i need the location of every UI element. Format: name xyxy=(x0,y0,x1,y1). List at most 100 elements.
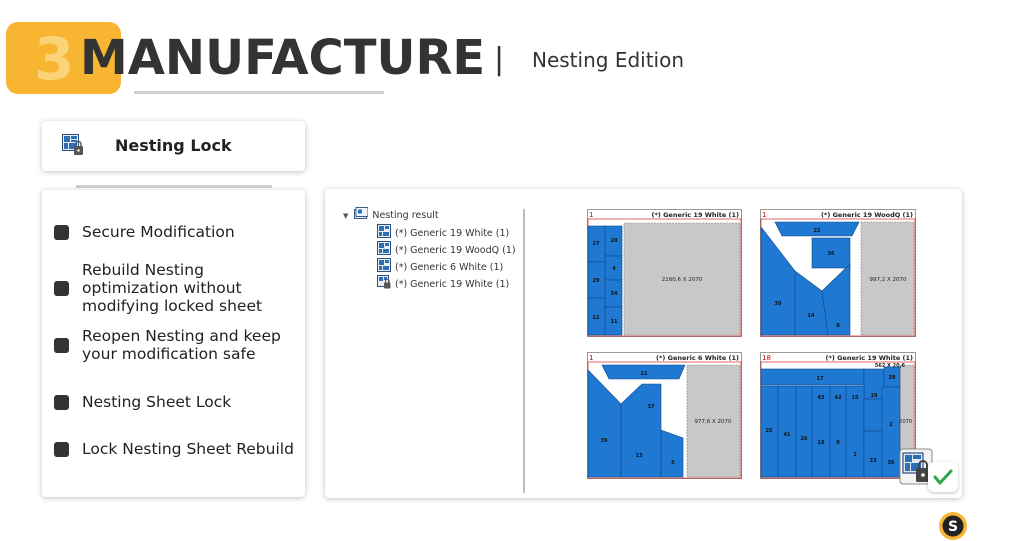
step-badge xyxy=(6,22,121,94)
part-label: 8 xyxy=(836,323,840,329)
part-label: 15 xyxy=(852,395,859,401)
offcut-size: 2160,6 X 2070 xyxy=(662,277,703,283)
part-label: 14 xyxy=(808,313,815,319)
part-label: 9 xyxy=(836,440,840,446)
sheet-icon xyxy=(377,224,391,243)
part-label: 33 xyxy=(870,458,877,464)
feature-item: Nesting Sheet Lock xyxy=(54,393,299,411)
nesting-result-icon xyxy=(354,207,369,224)
lock-underline xyxy=(76,185,272,188)
s-logo-icon: S xyxy=(938,511,968,541)
part-label: 29 xyxy=(593,278,600,284)
feature-text: Secure Modification xyxy=(82,223,235,241)
offcut-size: 997,2 X 2070 xyxy=(869,277,907,283)
tree-root[interactable]: ▼ Nesting result xyxy=(343,207,439,224)
tree-item-label: (*) Generic 6 White (1) xyxy=(395,261,504,273)
sheet-index: 1 xyxy=(589,354,593,362)
nesting-lock-icon xyxy=(62,134,84,160)
tree-item-label: (*) Generic 19 WoodQ (1) xyxy=(395,244,516,256)
part-label: 20 xyxy=(611,238,618,244)
part-label: 36 xyxy=(888,460,895,466)
panel-divider[interactable] xyxy=(523,209,525,493)
sheet-title: (*) Generic 19 White (1) xyxy=(651,211,739,219)
part-label: 41 xyxy=(784,432,791,438)
part-label: 37 xyxy=(648,404,655,410)
title-underline xyxy=(134,91,384,94)
tree-item[interactable]: (*) Generic 19 White (1) xyxy=(377,224,509,243)
part xyxy=(620,383,662,478)
feature-text: Rebuild Nesting optimization without mod… xyxy=(82,261,263,315)
part-label: 43 xyxy=(818,395,825,401)
part-label: 10 xyxy=(871,393,878,399)
tree-item[interactable]: (*) Generic 6 White (1) xyxy=(377,258,503,277)
part-label: 13 xyxy=(636,453,643,459)
sheet-index: 18 xyxy=(762,354,771,362)
part-label: 42 xyxy=(835,395,842,401)
sheet-index: 1 xyxy=(762,211,766,219)
part-label: 36 xyxy=(828,251,835,257)
feature-text: Lock Nesting Sheet Rebuild xyxy=(82,440,294,458)
part xyxy=(604,306,623,336)
part xyxy=(881,386,901,478)
bullet-icon xyxy=(54,280,69,296)
part-label: 30 xyxy=(775,301,782,307)
part-label: 34 xyxy=(611,291,618,297)
sheet-title: (*) Generic 19 WoodQ (1) xyxy=(821,211,913,219)
step-number: 3 xyxy=(34,25,75,93)
tree-item-label: (*) Generic 19 White (1) xyxy=(395,278,510,290)
part-label: 4 xyxy=(612,266,616,272)
part xyxy=(601,364,686,380)
nesting-sheet[interactable]: 1 (*) Generic 19 White (1) 2160,6 X 2070… xyxy=(587,209,742,341)
page-title: MANUFACTURE xyxy=(80,30,486,86)
tree-item[interactable]: (*) Generic 19 White (1) xyxy=(377,275,509,294)
nesting-lock-label: Nesting Lock xyxy=(115,136,232,155)
part xyxy=(821,263,851,336)
part-label: 1 xyxy=(853,452,857,458)
features-card: Secure Modification Rebuild Nesting opti… xyxy=(42,190,305,497)
tree-item[interactable]: (*) Generic 19 WoodQ (1) xyxy=(377,241,516,260)
part-label: 26 xyxy=(801,436,808,442)
part-label: 2 xyxy=(889,422,893,428)
part-label: 5 xyxy=(671,460,675,466)
bullet-icon xyxy=(54,337,69,353)
part xyxy=(863,430,883,478)
feature-text: Nesting Sheet Lock xyxy=(82,393,232,411)
nesting-sheet[interactable]: 1 (*) Generic 19 WoodQ (1) 997,2 X 2070 … xyxy=(760,209,916,341)
nesting-screenshot-card: ▼ Nesting result (*) Generic 19 White (1… xyxy=(325,189,962,498)
part xyxy=(863,398,885,432)
offcut-area xyxy=(623,222,741,336)
nesting-sheet[interactable]: 18 (*) Generic 19 White (1) 24,2 X 2070 … xyxy=(760,352,916,483)
sheet-title: (*) Generic 19 White (1) xyxy=(825,354,913,362)
bullet-icon xyxy=(54,394,69,410)
part-label: 39 xyxy=(601,438,608,444)
part-label: 22 xyxy=(814,228,821,234)
tree-root-label: Nesting result xyxy=(372,209,439,221)
feature-item: Lock Nesting Sheet Rebuild xyxy=(54,440,299,458)
part-label: 21 xyxy=(641,371,648,377)
bullet-icon xyxy=(54,441,69,457)
sheet-icon xyxy=(377,258,391,277)
nesting-sheet[interactable]: 1 (*) Generic 6 White (1) 977,6 X 2070 2… xyxy=(587,352,742,483)
offcut-area xyxy=(860,221,915,336)
feature-item: Secure Modification xyxy=(54,223,299,241)
tree-item-label: (*) Generic 19 White (1) xyxy=(395,227,510,239)
nesting-lock-card: Nesting Lock xyxy=(42,121,305,171)
bullet-icon xyxy=(54,224,69,240)
part-label: 18 xyxy=(818,440,825,446)
extra-size: 621,4 X 63,4 xyxy=(589,220,625,226)
check-icon xyxy=(933,469,953,485)
caret-down-icon[interactable]: ▼ xyxy=(343,211,349,220)
confirm-check[interactable] xyxy=(928,462,958,492)
lock-sheet-icon xyxy=(899,448,933,485)
feature-text: Reopen Nesting and keep your modificatio… xyxy=(82,327,281,363)
part-label: 25 xyxy=(766,428,773,434)
part-label: 12 xyxy=(593,315,600,321)
part xyxy=(774,221,860,237)
offcut-size: 977,6 X 2070 xyxy=(694,419,732,425)
part-label: 11 xyxy=(611,319,618,325)
part xyxy=(760,368,865,386)
sheet-icon xyxy=(377,241,391,260)
sheet-lock-toggle[interactable] xyxy=(899,448,933,485)
title-separator: | xyxy=(494,42,505,77)
extra-size: 562 X 20,6 xyxy=(875,363,906,369)
